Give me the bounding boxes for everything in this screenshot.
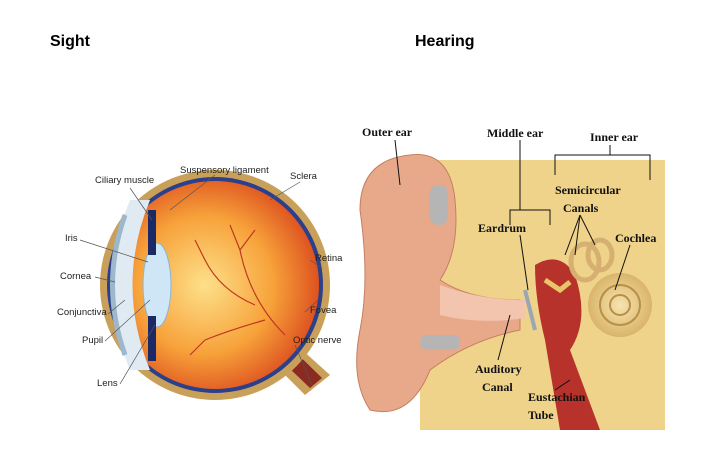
cornea-shape — [110, 214, 128, 356]
label-eustachian-tube: Tube — [528, 408, 554, 422]
hearing-title: Hearing — [415, 33, 475, 50]
sight-title: Sight — [50, 33, 90, 50]
ear-diagram — [356, 154, 665, 430]
label-eardrum: Eardrum — [478, 221, 526, 235]
anterior-chamber — [112, 200, 150, 370]
label-iris: Iris — [65, 233, 78, 244]
label-fovea: Fovea — [310, 305, 337, 316]
eye-leader-lines — [79, 174, 323, 386]
label-lens: Lens — [97, 378, 118, 389]
label-semicircular: Semicircular — [555, 183, 621, 197]
label-inner-ear: Inner ear — [590, 130, 639, 144]
ear-leader-lines — [394, 139, 651, 391]
middle-ear-cavity — [535, 259, 600, 430]
label-middle-ear: Middle ear — [487, 126, 544, 140]
label-outer-ear: Outer ear — [362, 125, 413, 139]
label-pupil: Pupil — [82, 335, 103, 346]
retinal-vessels — [189, 224, 286, 356]
label-auditory: Auditory — [475, 362, 522, 376]
auditory-canal — [440, 285, 525, 321]
cochlea-shape — [588, 273, 652, 337]
pinna — [356, 154, 521, 413]
iris-bottom — [148, 316, 156, 361]
label-ciliary-muscle: Ciliary muscle — [95, 175, 154, 186]
label-canals: Canals — [563, 201, 599, 215]
label-suspensory-ligament: Suspensory ligament — [180, 165, 269, 176]
eardrum-shape — [523, 289, 537, 331]
vitreous-shape — [111, 181, 319, 389]
eye-diagram — [100, 170, 330, 400]
label-optic-nerve: Optic nerve — [293, 335, 342, 346]
label-auditory-canal: Canal — [482, 380, 513, 394]
ossicles — [543, 277, 572, 294]
label-sclera: Sclera — [290, 171, 318, 182]
label-conjunctiva: Conjunctiva — [57, 307, 107, 318]
label-eustachian: Eustachian — [528, 390, 586, 404]
label-cochlea: Cochlea — [615, 231, 656, 245]
lens-shape — [142, 242, 172, 328]
iris-top — [148, 210, 156, 255]
label-cornea: Cornea — [60, 271, 92, 282]
semicircular-canals-shape — [568, 237, 615, 283]
mastoid-air — [430, 185, 448, 225]
label-retina: Retina — [315, 253, 343, 264]
